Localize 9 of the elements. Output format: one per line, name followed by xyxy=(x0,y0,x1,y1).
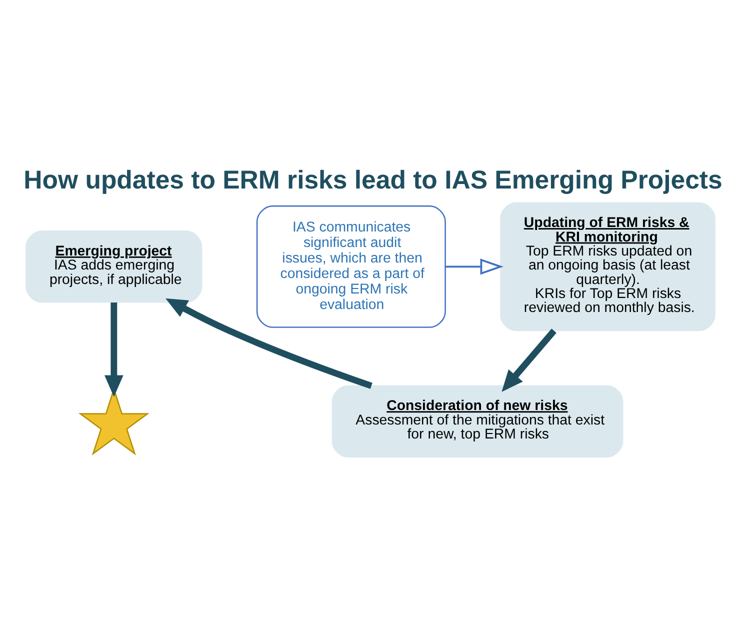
node-box: IAS communicates significant audit issues, which are then considered as a part of ongoing ERM risk evaluation xyxy=(256,205,446,328)
arrow xyxy=(104,302,124,397)
arrow xyxy=(445,258,504,275)
diagram-title: How updates to ERM risks lead to IAS Emerging Projects xyxy=(24,166,722,195)
node-box: Consideration of new risks Assessment of the mitigations that exist for new, top ERM risks xyxy=(332,385,624,458)
arrow xyxy=(166,298,372,389)
arrow xyxy=(502,328,556,392)
node-box: Updating of ERM risks & KRI monitoring Top ERM risks updated on an ongoing basis (at least quarterly). KRIs for Top ERM risks reviewed on monthly basis. xyxy=(500,202,716,332)
node-box: Emerging project IAS adds emerging projects, if applicable xyxy=(26,230,202,303)
